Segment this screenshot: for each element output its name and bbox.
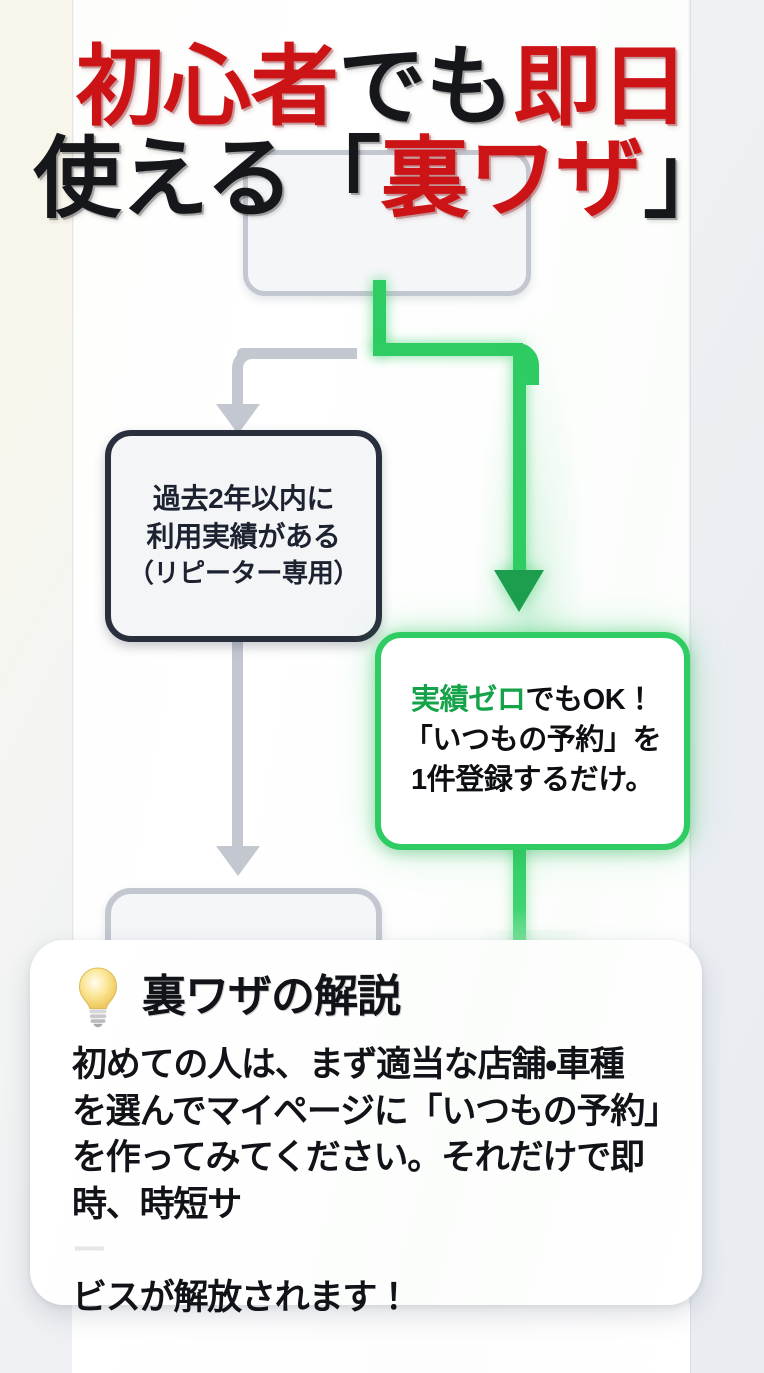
headline-line-1: 初心者でも即日	[0, 43, 764, 131]
connector-green-vertical	[513, 356, 526, 578]
connector-grey-horizontal	[237, 348, 357, 359]
arrowhead-grey-2	[216, 846, 260, 876]
connector-green-horizontal	[373, 343, 523, 356]
explanation-body-line-4-b: ビスが解放されます！	[72, 1277, 411, 1317]
flow-box-top	[243, 150, 531, 296]
flow-box-zero-record: 実績ゼロでもOK！ 「いつもの予約」を 1件登録するだけ。	[375, 632, 690, 850]
headline-black-2: 使える「	[33, 129, 381, 229]
explanation-body-line-4: 時、時短サービスが解放されます！	[72, 1182, 672, 1322]
explanation-body-line-2: を選んでマイページに「いつもの予約」	[72, 1091, 679, 1131]
flow-box-repeater-text: 過去2年以内に 利用実績がある （リピーター専用）	[127, 480, 360, 592]
headline-red-1: 初心者	[75, 37, 339, 136]
flow-box-zero-record-line-3: 1件登録するだけ。	[410, 763, 655, 796]
headline-black-1: でも	[338, 37, 514, 136]
explanation-title: 裏ワザの解説	[142, 972, 401, 1021]
flow-box-zero-record-text: 実績ゼロでもOK！ 「いつもの予約」を 1件登録するだけ。	[403, 681, 662, 800]
lightbulb-icon	[72, 966, 124, 1028]
flow-box-zero-record-highlight: 実績ゼロ	[411, 684, 526, 717]
explanation-body-line-4-faint: ー	[72, 1231, 107, 1271]
connector-grey-vertical-1	[232, 372, 243, 410]
flow-box-repeater-line-2: 利用実績がある	[146, 521, 341, 553]
flow-box-zero-record-line-1: 実績ゼロでもOK！	[404, 681, 661, 721]
arrowhead-green	[494, 570, 544, 612]
headline-red-2: 即日	[513, 37, 689, 136]
headline-line-2: 使える「裏ワザ」	[0, 135, 764, 223]
page-headline: 初心者でも即日 使える「裏ワザ」	[0, 43, 764, 223]
arrowhead-grey-1	[216, 404, 260, 434]
content-panel-left-edge	[72, 0, 74, 1373]
explanation-body: 初めての人は、まず適当な店舗・車種 を選んでマイページに「いつもの予約」 を作っ…	[72, 1042, 679, 1322]
headline-black-3: 」	[643, 129, 731, 229]
connector-green-corner	[497, 343, 539, 385]
explanation-body-line-4-a: 時、時短サ	[72, 1184, 242, 1224]
flow-box-repeater-line-3: （リピーター専用）	[127, 558, 360, 589]
explanation-header: 裏ワザの解説	[72, 966, 672, 1028]
connector-green-stem	[373, 280, 386, 354]
connector-grey-vertical-2	[232, 634, 243, 854]
headline-red-3: 裏ワザ	[380, 129, 644, 229]
explanation-body-line-1: 初めての人は、まず適当な店舗・車種	[72, 1045, 625, 1084]
flow-box-zero-record-line-2: 「いつもの予約」を	[403, 724, 662, 757]
flow-box-zero-record-line-1-rest: でもOK！	[525, 684, 654, 717]
bottom-panel	[72, 1305, 690, 1373]
connector-green-tail	[513, 832, 526, 972]
flow-box-repeater: 過去2年以内に 利用実績がある （リピーター専用）	[105, 430, 382, 642]
flow-box-repeater-line-1: 過去2年以内に	[152, 483, 335, 515]
explanation-card: 裏ワザの解説 初めての人は、まず適当な店舗・車種 を選んでマイページに「いつもの…	[30, 940, 702, 1317]
explanation-body-line-3: を作ってみてください。それだけで即	[72, 1138, 645, 1178]
